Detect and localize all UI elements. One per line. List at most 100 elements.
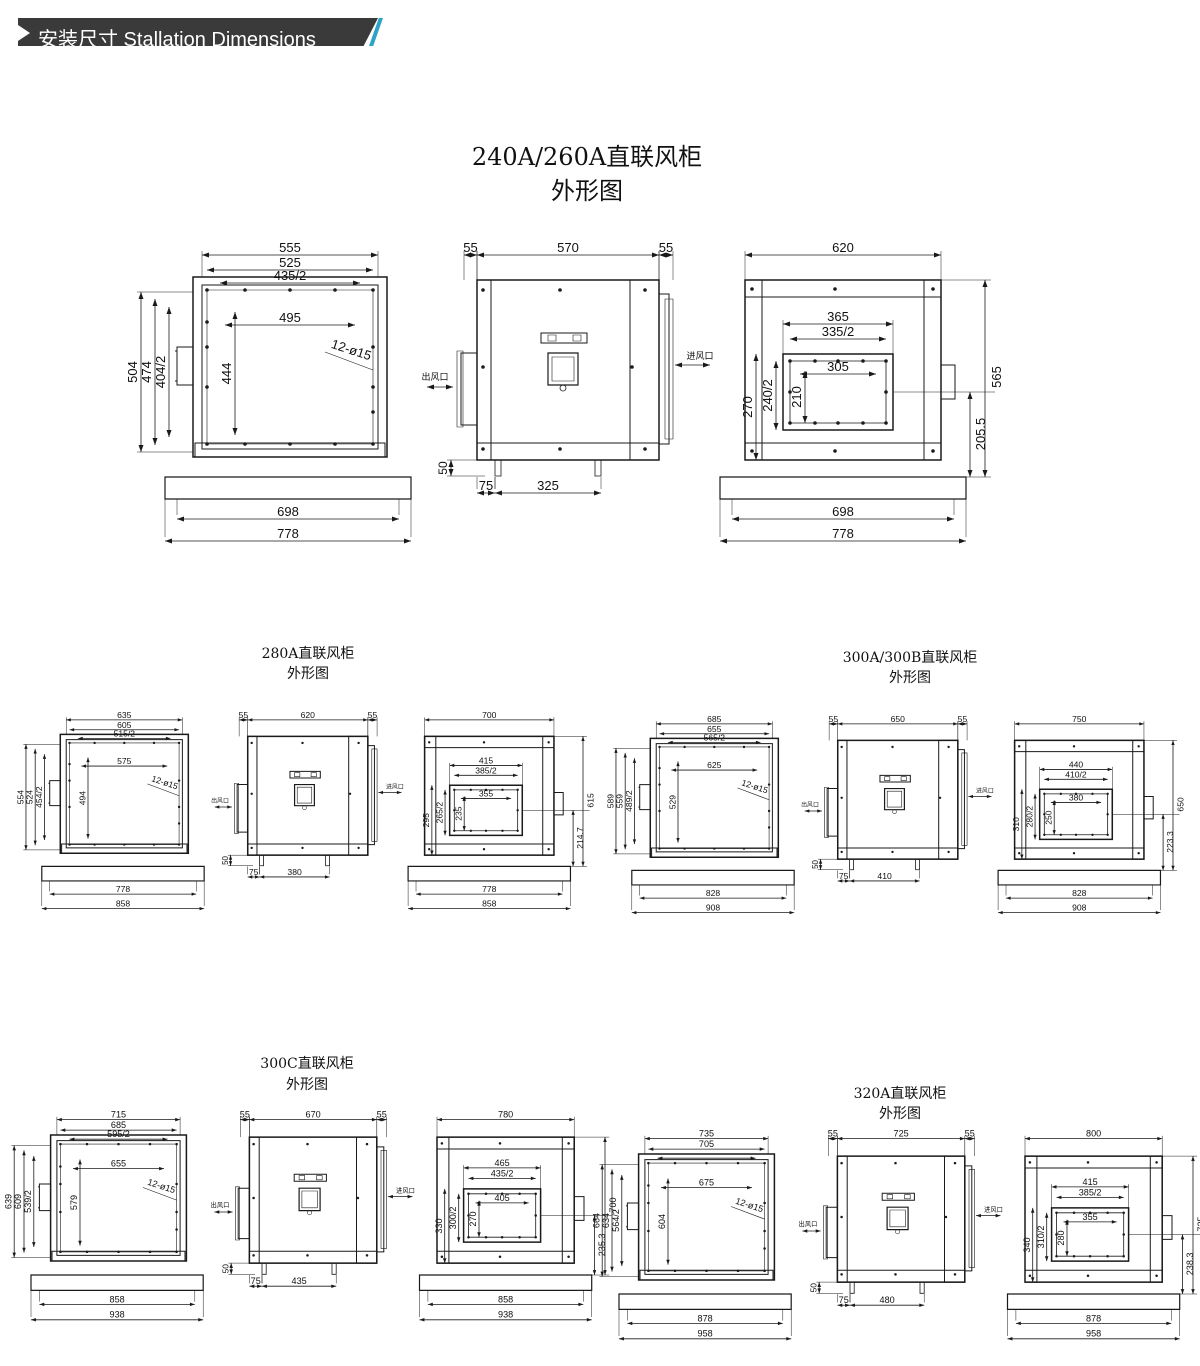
arrowhead xyxy=(1030,1207,1035,1213)
terminal-box xyxy=(548,353,578,385)
back-post-right xyxy=(562,1137,574,1263)
dim-side-body: 620 xyxy=(301,710,316,720)
bolt-hole xyxy=(763,1229,766,1233)
arrowhead xyxy=(462,826,466,831)
bolt-hole xyxy=(647,1201,650,1205)
arrowhead xyxy=(652,252,659,258)
arrowhead xyxy=(32,1156,36,1161)
bolt-hole xyxy=(123,741,126,745)
arrowhead xyxy=(1111,1220,1117,1224)
arrowhead xyxy=(456,1237,461,1243)
side-post-right xyxy=(349,736,368,855)
bolt-hole xyxy=(705,1269,708,1273)
bolt-hole xyxy=(558,447,562,451)
dim-side-foot-span: 380 xyxy=(287,867,302,877)
arrowhead xyxy=(671,768,677,772)
dim-side-right-ext: 55 xyxy=(965,1129,975,1139)
arrowhead xyxy=(959,1136,965,1141)
arrowhead xyxy=(656,722,661,726)
arrowhead xyxy=(995,1213,1001,1218)
handle-slot xyxy=(548,335,556,341)
side-post-left xyxy=(837,1156,847,1282)
arrowhead xyxy=(837,1303,843,1307)
bolt-hole xyxy=(371,288,375,292)
bolt-hole xyxy=(884,421,888,425)
arrowhead xyxy=(968,794,974,799)
bolt-hole xyxy=(117,1250,120,1254)
arrowhead xyxy=(786,1337,792,1341)
header-bar xyxy=(18,18,378,46)
bolt-hole xyxy=(1072,745,1076,748)
dim-side-left-ext: 55 xyxy=(463,240,477,255)
arrowhead xyxy=(720,538,727,544)
arrowhead xyxy=(592,1215,597,1221)
arrowhead xyxy=(416,892,421,896)
arrowhead xyxy=(844,879,850,883)
arrowhead xyxy=(427,384,434,390)
bolt-hole xyxy=(205,345,209,349)
bolt-hole xyxy=(306,1142,309,1146)
leader-line xyxy=(143,1188,177,1201)
dim-side-right-ext: 55 xyxy=(377,1110,387,1120)
arrowhead xyxy=(1103,777,1108,781)
bolt-hole xyxy=(630,365,634,369)
arrowhead xyxy=(1180,1234,1185,1240)
dim-back-base-outer: 958 xyxy=(1086,1329,1101,1339)
bolt-hole xyxy=(252,1254,255,1257)
back-junction-box xyxy=(1144,796,1153,818)
arrowhead xyxy=(430,785,434,790)
unit-0-title-line1: 240A/260A直联风柜 xyxy=(472,143,702,171)
arrowhead xyxy=(982,470,988,477)
bolt-hole xyxy=(516,829,519,832)
arrowhead xyxy=(815,1229,821,1233)
dim-side-body: 570 xyxy=(557,240,579,255)
dim-back-width: 750 xyxy=(1072,714,1087,724)
bolt-hole xyxy=(647,1161,650,1165)
inlet-flange xyxy=(958,750,965,849)
side-bottom-rail xyxy=(838,848,958,859)
bolt-hole xyxy=(148,1250,152,1254)
arrowhead xyxy=(557,892,563,896)
arrowhead xyxy=(243,718,248,722)
side-body xyxy=(838,740,958,859)
dim-side-foot-h: 50 xyxy=(436,461,450,475)
arrowhead xyxy=(247,718,253,722)
unit-3-title-line1: 300C直联风柜 xyxy=(260,1055,353,1072)
bolt-hole xyxy=(428,741,431,744)
arrowhead xyxy=(659,252,666,258)
arrowhead xyxy=(666,1178,670,1184)
dim-front-base: 828 xyxy=(706,888,721,898)
bolt-hole xyxy=(1059,792,1062,796)
bolt-hole xyxy=(938,796,942,799)
outlet-label: 出风口 xyxy=(801,800,819,808)
dim-side-foot-h: 50 xyxy=(221,855,230,864)
dim-side-body: 725 xyxy=(894,1129,909,1139)
arrowhead xyxy=(32,1242,36,1247)
back-bottom-rail xyxy=(745,443,941,460)
bolt-hole xyxy=(813,421,817,425)
arrowhead xyxy=(962,722,968,726)
bolt-hole xyxy=(658,847,661,850)
bolt-hole xyxy=(1055,1254,1058,1258)
bolt-hole xyxy=(250,792,253,795)
arrowhead xyxy=(549,718,554,722)
dim-back-height: 650 xyxy=(1176,797,1186,812)
arrowhead xyxy=(174,728,180,732)
arrowhead xyxy=(324,875,330,879)
arrowhead xyxy=(214,805,220,809)
arrowhead xyxy=(165,736,171,741)
arrowhead xyxy=(49,892,55,896)
arrowhead xyxy=(657,1156,663,1160)
terminal-box xyxy=(295,785,315,806)
arrowhead xyxy=(967,470,973,477)
arrowhead xyxy=(592,1270,597,1275)
bolt-hole xyxy=(371,345,375,349)
bolt-hole xyxy=(288,442,292,446)
bolt-hole xyxy=(763,1269,766,1273)
arrowhead xyxy=(644,1136,650,1141)
dim-back-width: 780 xyxy=(498,1110,513,1120)
dim-front-base-outer: 958 xyxy=(698,1329,713,1339)
bolt-hole xyxy=(501,788,504,792)
